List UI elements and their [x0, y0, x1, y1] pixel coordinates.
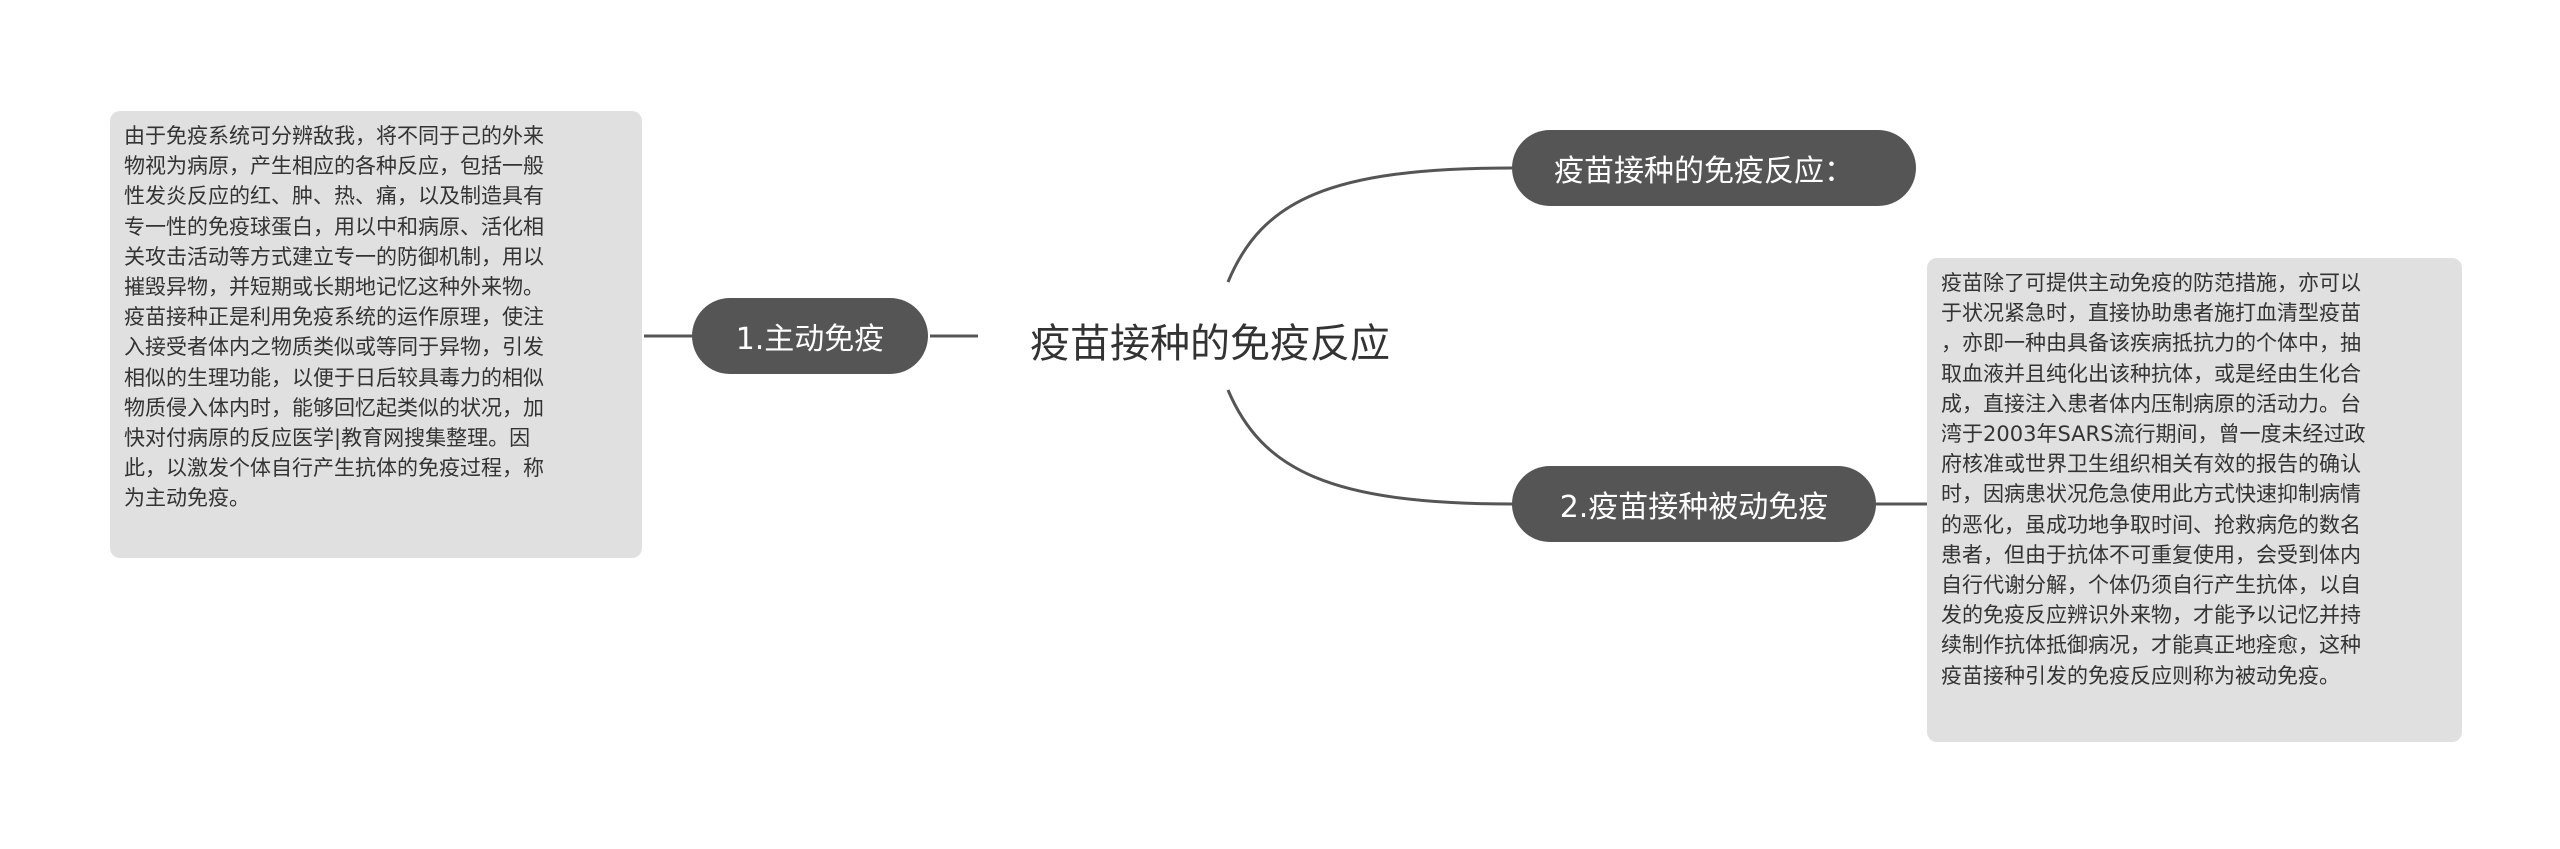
branch-immune-response[interactable]: 疫苗接种的免疫反应：: [1512, 130, 1916, 206]
branch-passive-immunity[interactable]: 2.疫苗接种被动免疫: [1512, 466, 1876, 542]
branch-immune-response-label: 疫苗接种的免疫反应：: [1554, 154, 1854, 189]
note-passive-immunity: 疫苗除了可提供主动免疫的防范措施，亦可以 于状况紧急时，直接协助患者施打血清型疫…: [1927, 258, 2462, 742]
branch-passive-immunity-label: 2.疫苗接种被动免疫: [1559, 490, 1829, 525]
connector-center-to-intro: [1226, 166, 1513, 283]
branch-active-immunity-label: 1.主动免疫: [735, 322, 885, 357]
central-topic[interactable]: 疫苗接种的免疫反应: [1030, 321, 1390, 367]
note-active-immunity: 由于免疫系统可分辨敌我，将不同于己的外来 物视为病原，产生相应的各种反应，包括一…: [110, 111, 642, 558]
branch-active-immunity[interactable]: 1.主动免疫: [692, 298, 928, 374]
connector-center-to-passive: [1226, 389, 1513, 506]
